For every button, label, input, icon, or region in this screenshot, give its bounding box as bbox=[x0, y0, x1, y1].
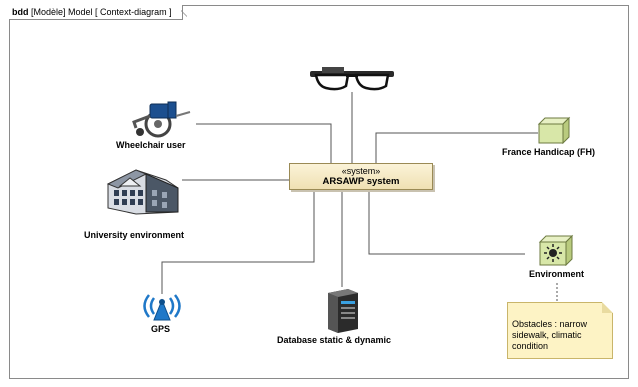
line-wheelchair bbox=[196, 123, 332, 163]
environment-label: Environment bbox=[529, 269, 585, 279]
database-label: Database static & dynamic bbox=[277, 335, 392, 345]
system-stereotype: «system» bbox=[341, 166, 381, 176]
university-environment-label: University environment bbox=[84, 230, 185, 240]
line-gps bbox=[161, 190, 315, 294]
building-icon bbox=[106, 168, 180, 221]
wheelchair-icon bbox=[128, 100, 198, 143]
note-text: Obstacles : narrow sidewalk, climatic co… bbox=[512, 319, 588, 351]
system-block[interactable]: «system» ARSAWP system bbox=[289, 163, 433, 190]
diagram-header-tab: bdd [Modèle] Model [ Context-diagram ] bbox=[9, 5, 183, 20]
system-name: ARSAWP system bbox=[322, 176, 400, 187]
line-environment bbox=[368, 190, 525, 255]
obstacles-note[interactable]: Obstacles : narrow sidewalk, climatic co… bbox=[507, 302, 613, 359]
server-icon bbox=[324, 287, 360, 338]
gps-label: GPS bbox=[151, 324, 171, 334]
cube-block-icon bbox=[537, 116, 571, 149]
wheelchair-user-label: Wheelchair user bbox=[116, 140, 186, 150]
france-handicap-label: France Handicap (FH) bbox=[502, 147, 596, 157]
diagram-path: [Modèle] Model [ Context-diagram ] bbox=[31, 7, 172, 17]
smart-glasses-icon bbox=[308, 66, 396, 97]
sun-block-icon bbox=[538, 234, 574, 271]
gps-signal-icon bbox=[140, 292, 184, 327]
diagram-kind: bdd bbox=[12, 7, 29, 17]
line-france-handicap bbox=[375, 132, 538, 163]
